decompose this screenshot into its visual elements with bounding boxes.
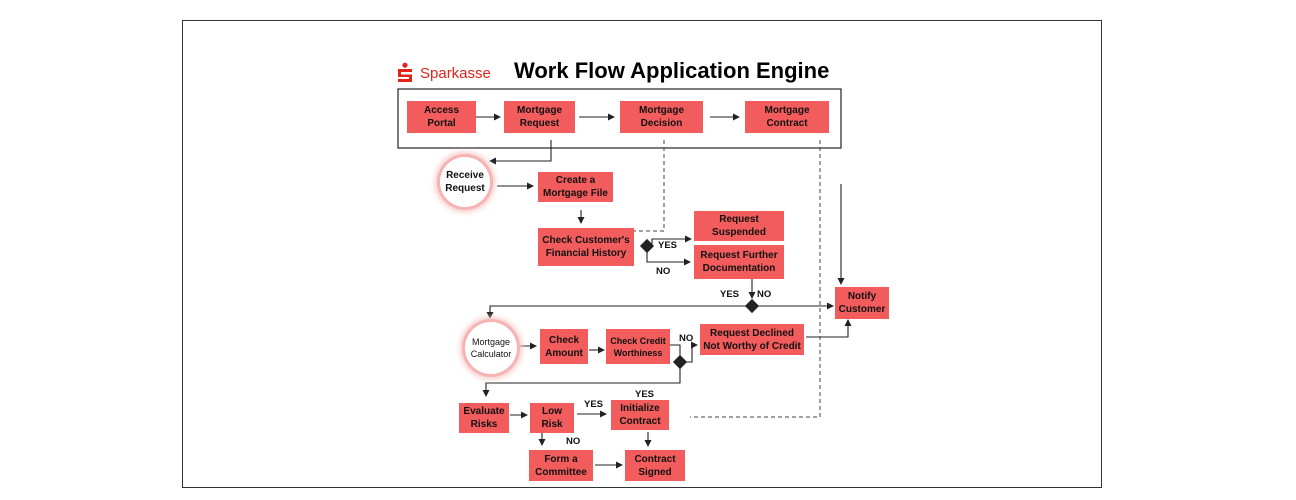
lowrisk-yes-label: YES	[584, 399, 604, 410]
sparkasse-s-icon	[398, 62, 412, 82]
node-label: Create a	[555, 175, 596, 186]
node-label: Request	[719, 214, 759, 225]
node-label: Initialize	[620, 403, 660, 414]
node-label: Financial History	[545, 248, 627, 259]
node-label: Contract	[619, 416, 661, 427]
step-label: Mortgage	[517, 105, 562, 116]
node-label: Form a	[544, 453, 578, 465]
node-label: Documentation	[702, 263, 776, 274]
node-label: Mortgage File	[542, 188, 608, 199]
node-label: Contract	[634, 453, 676, 465]
step-label: Contract	[766, 118, 808, 129]
node-label: Amount	[545, 347, 583, 359]
arrow-history-no	[646, 252, 691, 266]
step-label: Access	[423, 105, 460, 116]
contract-yes-label: YES	[635, 389, 655, 400]
node-label: Request Declined	[710, 327, 794, 339]
portal-container	[397, 88, 842, 149]
diagram-frame	[182, 20, 1102, 488]
node-label: Signed	[638, 466, 672, 478]
documentation-yes-label: YES	[720, 289, 740, 300]
create-mortgage-file-node[interactable]: Create a Mortgage File	[538, 172, 613, 202]
node-label: Check	[548, 334, 579, 346]
history-yes-label: YES	[658, 240, 678, 251]
history-no-label: NO	[656, 266, 671, 277]
arrow-credit-no	[686, 341, 698, 363]
node-label: Check Customer's	[542, 235, 630, 246]
dashed-contract-to-init	[690, 140, 821, 418]
documentation-no-label: NO	[757, 289, 772, 300]
node-label: Worthiness	[613, 347, 663, 358]
arrow-doc-yes	[486, 305, 746, 319]
node-label: Low	[542, 406, 562, 417]
dashed-decision-to-history	[632, 140, 665, 232]
arrow-credit-yes	[482, 368, 681, 397]
node-label: Calculator	[470, 349, 512, 359]
step-label: Portal	[427, 118, 456, 129]
step-label: Mortgage	[639, 105, 684, 116]
arrow-declined-to-notify	[806, 319, 852, 338]
arrow-credit-to-decision	[670, 344, 681, 356]
node-label: Risk	[541, 419, 563, 430]
sparkasse-logo: Sparkasse	[396, 62, 491, 84]
node-label: Receive	[446, 170, 484, 181]
node-label: Risks	[470, 419, 498, 430]
node-label: Request Further	[700, 250, 778, 261]
node-label: Check Credit	[610, 335, 666, 346]
arrow-request-to-receive	[489, 140, 552, 165]
step-label: Mortgage	[764, 105, 810, 116]
brand-name: Sparkasse	[420, 64, 491, 82]
node-label: Committee	[535, 466, 587, 478]
node-label: Request	[445, 183, 485, 194]
node-label: Evaluate	[463, 406, 505, 417]
lowrisk-no-label: NO	[566, 436, 581, 447]
node-label: Mortgage	[471, 337, 511, 347]
node-label: Not Worthy of Credit	[703, 340, 801, 352]
credit-no-label: NO	[679, 333, 694, 344]
step-label: Decision	[640, 118, 683, 129]
page-title: Work Flow Application Engine	[514, 58, 830, 83]
step-label: Request	[519, 118, 560, 129]
node-label: Notify	[847, 291, 877, 302]
node-label: Customer	[838, 304, 886, 315]
node-label: Suspended	[712, 227, 766, 238]
